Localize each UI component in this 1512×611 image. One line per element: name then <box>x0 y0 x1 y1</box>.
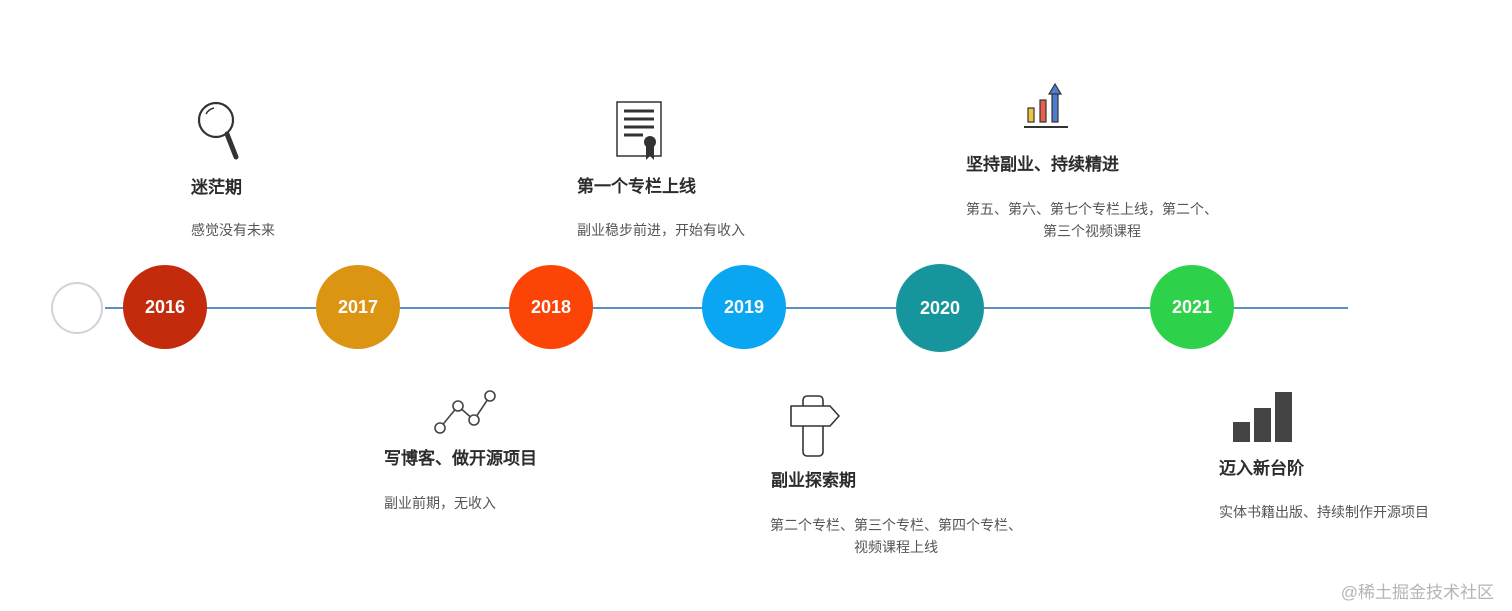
desc-2019: 第二个专栏、第三个专栏、第四个专栏、 视频课程上线 <box>770 514 1022 558</box>
year-circle-2017: 2017 <box>316 265 400 349</box>
desc-2021-line-1: 实体书籍出版、持续制作开源项目 <box>1219 504 1429 520</box>
desc-2020-line-1: 第五、第六、第七个专栏上线，第二个、 <box>966 201 1218 217</box>
line-graph-icon <box>434 390 496 434</box>
desc-2016: 感觉没有未来 <box>191 219 275 241</box>
desc-2020: 第五、第六、第七个专栏上线，第二个、 第三个视频课程 <box>966 198 1218 242</box>
bar-chart-icon <box>1233 392 1292 442</box>
desc-2018-line-1: 副业稳步前进，开始有收入 <box>577 222 745 238</box>
year-circle-2016: 2016 <box>123 265 207 349</box>
desc-2018: 副业稳步前进，开始有收入 <box>577 219 745 241</box>
desc-2019-line-2: 视频课程上线 <box>854 539 938 555</box>
year-circle-2019: 2019 <box>702 265 786 349</box>
year-circle-2018: 2018 <box>509 265 593 349</box>
watermark: @稀土掘金技术社区 <box>1340 583 1494 602</box>
year-circle-2021: 2021 <box>1150 265 1234 349</box>
desc-2017-line-1: 副业前期，无收入 <box>384 495 496 511</box>
rising-bar-chart-icon <box>1024 82 1068 128</box>
title-2018: 第一个专栏上线 <box>577 177 696 196</box>
magnifier-icon <box>197 101 239 160</box>
signpost-icon <box>790 395 840 457</box>
desc-2017: 副业前期，无收入 <box>384 492 496 514</box>
title-2021: 迈入新台阶 <box>1219 459 1304 478</box>
title-2016: 迷茫期 <box>191 178 242 197</box>
desc-2021: 实体书籍出版、持续制作开源项目 <box>1219 501 1429 523</box>
desc-2020-line-2: 第三个视频课程 <box>1043 223 1141 239</box>
desc-2019-line-1: 第二个专栏、第三个专栏、第四个专栏、 <box>770 517 1022 533</box>
desc-2016-line-1: 感觉没有未来 <box>191 222 275 238</box>
timeline-start-circle <box>51 282 103 334</box>
title-2020: 坚持副业、持续精进 <box>966 155 1119 174</box>
certificate-icon <box>616 101 662 160</box>
year-circle-2020: 2020 <box>896 264 984 352</box>
title-2019: 副业探索期 <box>771 471 856 490</box>
title-2017: 写博客、做开源项目 <box>384 449 537 468</box>
